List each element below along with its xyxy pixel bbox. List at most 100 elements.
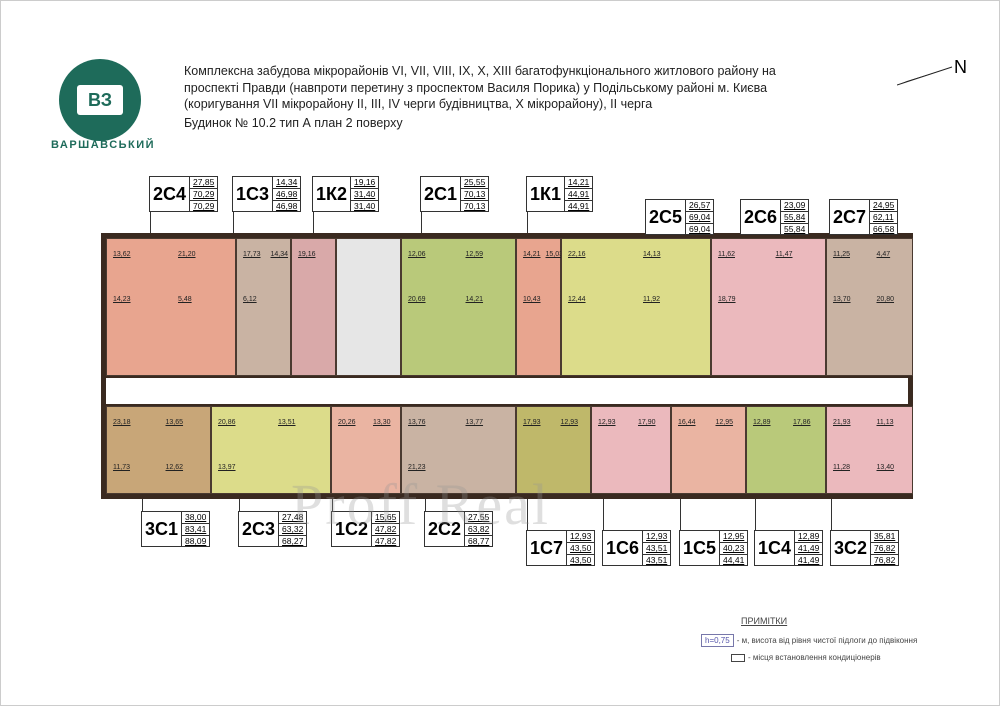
area-value: 27,85: [190, 177, 218, 189]
area-value: 70,29: [190, 189, 218, 201]
apartment-code: 1К2: [316, 183, 348, 204]
area-value: 46,98: [273, 189, 301, 201]
area-value: 76,82: [874, 555, 896, 565]
room-area: 11,47: [775, 251, 793, 258]
room-area: 16,44: [678, 419, 696, 426]
room-area: 13,76: [408, 419, 426, 426]
area-value: 55,84: [781, 212, 809, 224]
room-area: 12,95: [715, 419, 734, 426]
area-value: 12,93: [567, 531, 595, 543]
area-value: 35,81: [871, 531, 899, 543]
room-area: 20,80: [876, 296, 895, 303]
ac-place-sample: [731, 653, 745, 662]
leader-line: [421, 212, 422, 233]
area-value: 23,09: [781, 200, 809, 212]
room-area: 17,93: [523, 419, 541, 426]
leader-line: [233, 212, 234, 233]
north-label: N: [954, 57, 967, 77]
room-area: 12,89: [753, 419, 771, 426]
room-area: 14,34: [270, 251, 289, 258]
room-area: 14,23: [113, 296, 131, 303]
area-value: 44,91: [565, 189, 593, 201]
area-value: 25,55: [461, 177, 489, 189]
area-value: 43,50: [567, 543, 595, 555]
logo-mark: ВЗ: [77, 85, 123, 115]
area-value: 47,82: [375, 536, 397, 546]
room-area: 15,03: [545, 251, 564, 258]
title-line: Будинок № 10.2 тип А план 2 поверху: [184, 115, 403, 130]
leader-line: [831, 499, 832, 530]
room-area: 17,73: [243, 251, 261, 258]
north-arrow-icon: [896, 66, 953, 86]
room-area: 11,25: [833, 251, 850, 258]
room-area: 13,70: [833, 296, 851, 303]
leader-line: [142, 499, 143, 511]
room-area: 10,43: [523, 296, 541, 303]
apartment-code: 2С4: [153, 183, 187, 204]
area-value: 12,93: [643, 531, 671, 543]
leader-line: [425, 499, 426, 511]
leader-line: [332, 499, 333, 511]
notes-heading: ПРИМІТКИ: [741, 616, 788, 626]
apartment-code: 3С2: [834, 537, 868, 558]
room-area: 20,86: [218, 419, 236, 426]
room-area: 11,62: [718, 251, 735, 258]
area-value: 46,98: [276, 201, 298, 211]
room-area: 13,97: [218, 464, 236, 471]
apartment-code: 1С3: [236, 183, 270, 204]
title-line: проспекті Правди (навпроти перетину з пр…: [184, 80, 768, 95]
apartment-bottom: 16,44 12,95: [671, 406, 746, 494]
room-area: 11,13: [876, 419, 894, 426]
area-value: 63,32: [279, 524, 307, 536]
room-area: 4,47: [876, 251, 891, 258]
apartment-code: 2С5: [649, 206, 683, 227]
area-value: 40,23: [720, 543, 748, 555]
apartment-top: 19,16: [291, 238, 336, 376]
corridor: [106, 376, 908, 406]
area-value: 15,65: [372, 512, 400, 524]
room-area: 13,30: [373, 419, 391, 426]
room-area: 23,18: [113, 419, 131, 426]
room-area: 19,16: [298, 251, 316, 258]
area-value: 26,57: [686, 200, 714, 212]
area-value: 14,21: [565, 177, 593, 189]
leader-line: [150, 212, 151, 233]
apartment-code: 1С6: [606, 537, 640, 558]
room-area: 17,90: [638, 419, 656, 426]
room-area: 12,44: [568, 296, 586, 303]
room-area: 5,48: [178, 296, 192, 303]
room-area: 21,23: [408, 464, 426, 471]
area-value: 70,13: [461, 189, 489, 201]
room-area: 6,12: [243, 296, 257, 303]
area-value: 44,91: [568, 201, 590, 211]
room-area: 14,21: [465, 296, 484, 303]
document-title: Комплексна забудова мікрорайонів VI, VII…: [184, 63, 884, 131]
leader-line: [239, 499, 240, 511]
room-area: 13,77: [465, 419, 484, 426]
area-value: 44,41: [723, 555, 745, 565]
area-value: 47,82: [372, 524, 400, 536]
area-value: 76,82: [871, 543, 899, 555]
area-value: 12,95: [720, 531, 748, 543]
apartment-code: 1С5: [683, 537, 717, 558]
area-value: 68,27: [282, 536, 304, 546]
ac-place-text: - місця встановлення кондиціонерів: [748, 653, 881, 662]
apartment-code: 2С2: [428, 518, 462, 539]
